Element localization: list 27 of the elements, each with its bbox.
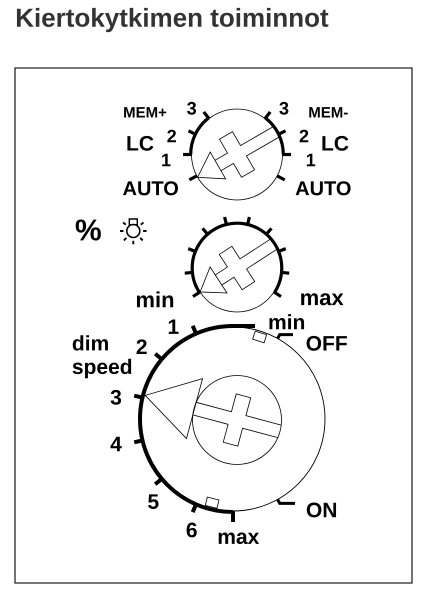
percent-sign: % [76, 219, 101, 241]
scale-number: 3 [187, 102, 196, 115]
scale-number: 3 [279, 102, 288, 115]
scale-label: ON [306, 502, 336, 518]
scale-label: OFF [306, 336, 347, 351]
scale-label: dim speed [72, 335, 132, 378]
scale-number: 3 [110, 390, 122, 405]
scale-number: 5 [148, 494, 159, 510]
scale-number: 2 [300, 130, 308, 142]
scale-number: 6 [186, 522, 197, 538]
scale-label: MEM+ [124, 107, 166, 118]
scale-label: min [269, 314, 304, 330]
scale-label: max [218, 532, 260, 544]
scale-number: 1 [306, 154, 316, 166]
scale-number: 2 [167, 130, 176, 142]
scale-label: min [136, 291, 174, 308]
scale-label: MEM- [309, 107, 348, 118]
scale-label: AUTO [123, 181, 178, 196]
scale-number: 4 [110, 436, 122, 452]
scale-label: LC [322, 136, 348, 151]
scale-number: 1 [168, 319, 179, 334]
scale-label: LC [127, 136, 154, 151]
scale-label: AUTO [296, 181, 351, 196]
scale-number: 1 [162, 154, 170, 166]
title: Kiertokytkimen toiminnot [16, 8, 328, 32]
scale-number: 2 [136, 339, 147, 354]
scale-label: max [301, 293, 344, 306]
